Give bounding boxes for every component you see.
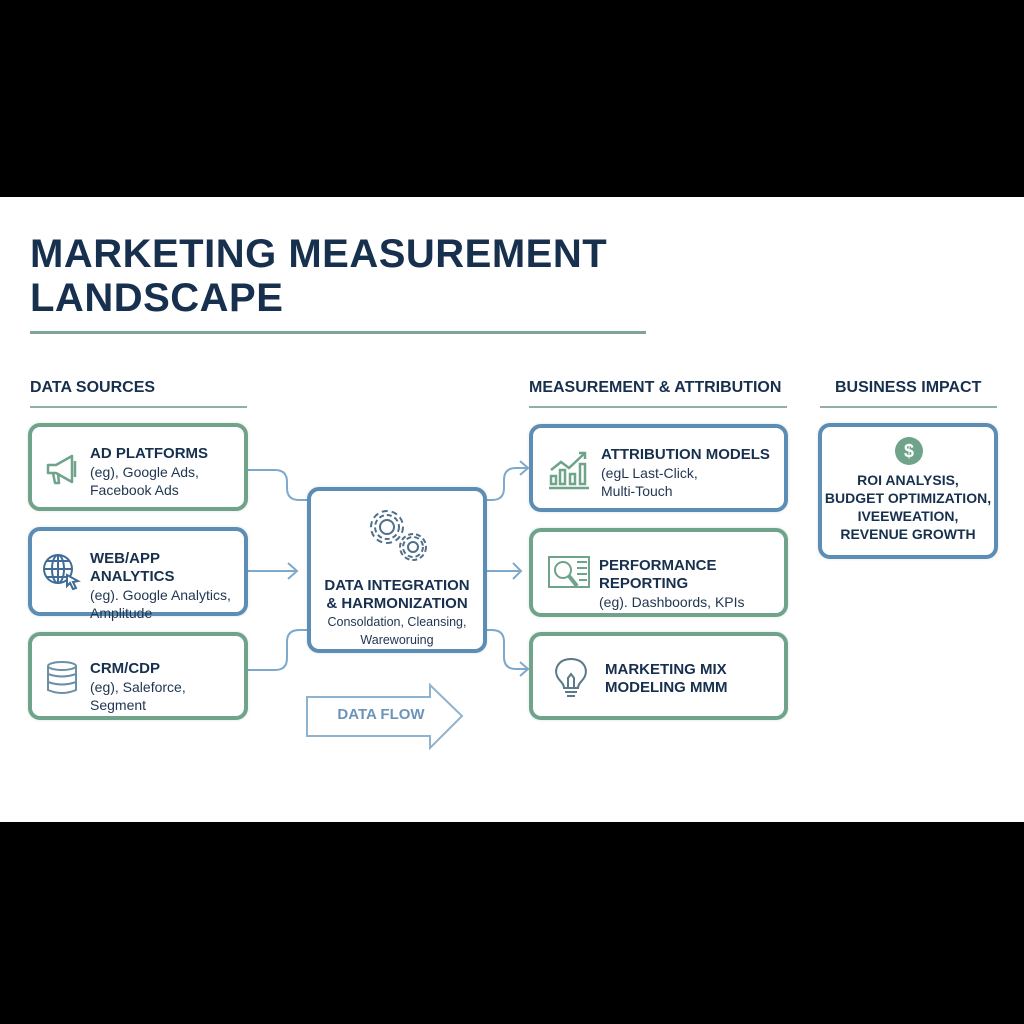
section-measurement: MEASUREMENT & ATTRIBUTION	[529, 379, 782, 396]
box-detail: Wareworuing	[360, 633, 434, 647]
box-detail: (eg). Dashboords, KPIs	[599, 594, 745, 610]
source-web-app-analytics: WEB/APP ANALYTICS (eg). Google Analytics…	[28, 527, 248, 621]
box-title: WEB/APP ANALYTICS	[90, 550, 175, 585]
database-icon	[47, 661, 77, 694]
divider	[820, 406, 997, 408]
source-ad-platforms: AD PLATFORMS (eg), Google Ads, Facebook …	[28, 423, 248, 511]
attribution-models-box: ATTRIBUTION MODELS (egL Last-Click, Mult…	[529, 424, 788, 512]
report-magnifier-icon	[548, 556, 590, 588]
box-detail: (eg), Saleforce, Segment	[90, 679, 186, 713]
box-title: DATA INTEGRATION	[324, 577, 470, 594]
divider	[30, 406, 247, 408]
box-detail: Multi-Touch	[601, 483, 673, 499]
box-detail: (eg), Google Ads,	[90, 464, 199, 480]
box-detail: Amplitude	[90, 605, 153, 621]
box-title: CRM/CDP	[90, 660, 160, 677]
box-title: & HARMONIZATION	[326, 595, 468, 612]
box-detail: Facebook Ads	[90, 482, 179, 498]
marketing-mix-modeling-box: MARKETING MIX MODELING MMM	[529, 632, 788, 720]
impact-line: BUDGET OPTIMIZATION,	[824, 490, 992, 506]
megaphone-icon	[46, 454, 77, 485]
title-divider	[30, 331, 646, 334]
connector-crm	[248, 629, 307, 671]
data-flow-arrow	[306, 682, 464, 751]
page-title: MARKETING MEASUREMENT LANDSCAPE	[30, 232, 607, 320]
section-data-sources: DATA SOURCES	[30, 379, 156, 396]
lightbulb-icon	[555, 657, 587, 697]
box-title: MODELING MMM	[605, 679, 728, 696]
box-detail: (eg). Google Analytics,	[90, 587, 231, 603]
bar-chart-icon	[549, 451, 589, 490]
connector-mmm	[487, 629, 530, 677]
data-flow-label: DATA FLOW	[337, 706, 425, 723]
gears-icon	[370, 510, 427, 561]
box-title: AD PLATFORMS	[90, 445, 209, 462]
impact-line: IVEEWEATION,	[857, 508, 959, 524]
divider	[529, 406, 787, 408]
title-line-1: MARKETING MEASUREMENT	[30, 232, 608, 276]
box-title: MARKETING MIX	[605, 661, 727, 678]
business-impact-box: $ ROI ANALYSIS, BUDGET OPTIMIZATION, IVE…	[818, 423, 998, 559]
box-detail: (egL Last-Click,	[601, 465, 698, 481]
connector-attribution	[487, 460, 530, 501]
impact-line: ROI ANALYSIS,	[857, 472, 959, 488]
source-crm-cdp: CRM/CDP (eg), Saleforce, Segment	[28, 632, 248, 720]
connector-web-analytics	[248, 562, 299, 580]
impact-line: REVENUE GROWTH	[840, 526, 976, 542]
connector-performance	[487, 562, 523, 580]
data-integration-box: DATA INTEGRATION & HARMONIZATION Consold…	[307, 487, 487, 653]
section-business-impact: BUSINESS IMPACT	[835, 379, 982, 396]
box-detail: Consoldation, Cleansing,	[327, 615, 467, 629]
globe-cursor-icon	[43, 554, 81, 591]
title-line-2: LANDSCAPE	[30, 276, 284, 320]
connector-ad-platforms	[248, 469, 307, 501]
box-title: PERFORMANCE REPORTING	[599, 557, 717, 592]
dollar-icon: $	[895, 437, 923, 465]
performance-reporting-box: PERFORMANCE REPORTING (eg). Dashboords, …	[529, 528, 788, 617]
box-title: ATTRIBUTION MODELS	[601, 446, 770, 463]
